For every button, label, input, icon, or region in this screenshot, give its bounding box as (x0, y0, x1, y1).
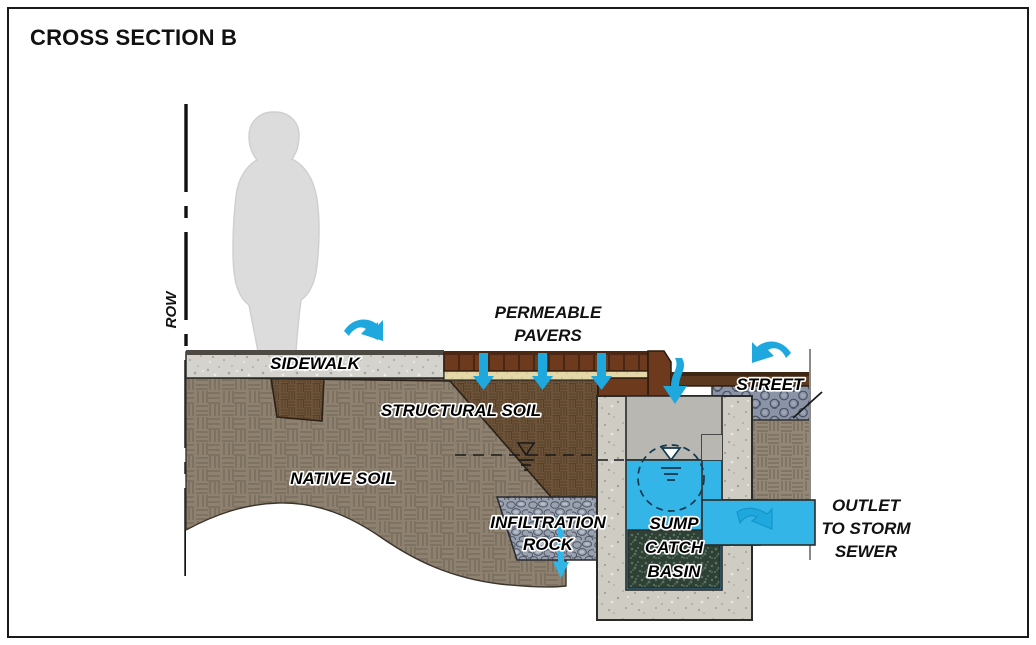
street-label: STREET (736, 375, 805, 394)
permeable-pavers-label-line1: PERMEABLE (495, 303, 602, 322)
flow-arrow-down-curved-icon (663, 358, 687, 404)
flow-arrow-down-icon (473, 353, 494, 390)
water-table-symbol-icon (455, 442, 598, 471)
native-soil-layer (185, 377, 567, 600)
sump-label-line2: CATCH (645, 538, 704, 557)
flow-arrow-down-icon (591, 353, 612, 390)
flow-arrow-left-icon (752, 341, 791, 363)
sidewalk-label: SIDEWALK (270, 354, 361, 373)
infiltration-rock-label-line2: ROCK (523, 535, 575, 554)
flow-arrow-right-icon (736, 507, 773, 530)
permeable-pavers-label-line2: PAVERS (514, 326, 582, 345)
leader-line-icon (792, 391, 823, 419)
outlet-label-line3: SEWER (835, 542, 898, 561)
outlet-label-line2: TO STORM (821, 519, 911, 538)
outlet-label-line1: OUTLET (832, 496, 902, 515)
flow-arrow-down-icon (532, 353, 553, 390)
dashed-circle-icon (637, 444, 705, 512)
row-label: ROW (163, 290, 180, 329)
infiltration-rock-label-line1: INFILTRATION (490, 513, 606, 532)
sump-label-line3: BASIN (648, 562, 702, 581)
sump-label-line1: SUMP (649, 514, 699, 533)
row-line-group: ROW (163, 104, 188, 586)
flow-arrow-down-thin-icon (553, 516, 569, 578)
page-title: CROSS SECTION B (30, 25, 238, 50)
native-soil-label: NATIVE SOIL (290, 469, 395, 488)
sump-catch-basin (596, 395, 816, 621)
structural-soil-label: STRUCTURAL SOIL (381, 401, 541, 420)
flow-arrow-right-icon (344, 319, 383, 341)
person-silhouette-icon (232, 111, 320, 353)
water-table-symbol-icon (637, 444, 705, 512)
sidewalk-layer (185, 350, 445, 379)
